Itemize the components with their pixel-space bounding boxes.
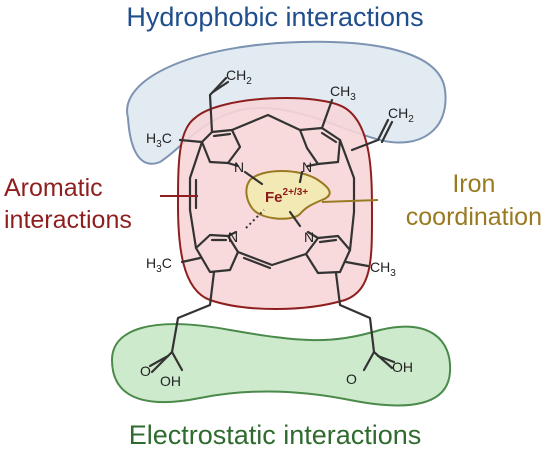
electrostatic-label: Electrostatic interactions [128, 420, 422, 450]
oxygen-right: O [346, 371, 357, 387]
nitrogen-bottom-left: N [228, 229, 238, 245]
oxygen-left: O [140, 363, 151, 379]
nitrogen-top-left: N [234, 159, 244, 175]
hydroxyl-right: OH [392, 359, 413, 375]
iron-atom-label: Fe2+/3+ [265, 187, 308, 206]
electrostatic-region [110, 323, 452, 407]
nitrogen-top-right: N [302, 159, 312, 175]
iron-leader [321, 199, 379, 203]
aromatic-label-line2: interactions [4, 206, 132, 234]
porphyrin-skeleton [148, 76, 396, 374]
methyl-left-bottom-label: H3C [146, 255, 172, 275]
nitrogen-bottom-right: N [304, 229, 314, 245]
hydroxyl-left: OH [160, 373, 181, 389]
iron-charge: 2+/3+ [283, 187, 309, 198]
methyl-top-label: CH3 [330, 83, 356, 103]
iron-coordination-label: Iron coordination [406, 168, 542, 234]
hydrophobic-label: Hydrophobic interactions [126, 2, 424, 32]
iron-region [245, 170, 331, 220]
vinyl-right-label: CH2 [388, 105, 414, 125]
iron-symbol: Fe [265, 189, 283, 206]
aromatic-label: Aromatic interactions [4, 172, 132, 236]
iron-label-line1: Iron [452, 170, 496, 198]
methyl-left-top-label: H3C [146, 130, 172, 150]
iron-label-line2: coordination [405, 203, 542, 231]
vinyl-left-label: CH2 [226, 67, 252, 87]
aromatic-label-line1: Aromatic [4, 174, 103, 202]
methyl-right-bottom-label: CH3 [370, 259, 396, 279]
